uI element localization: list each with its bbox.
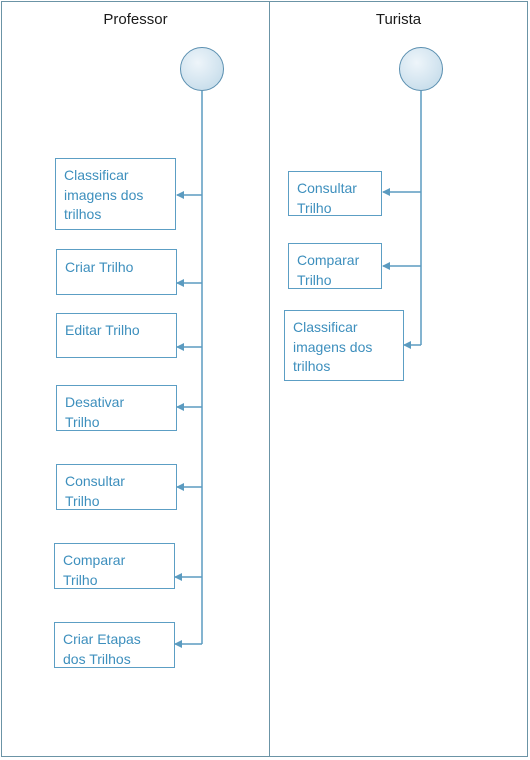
action-turista-comparar-trilho: Comparar Trilho bbox=[288, 243, 382, 289]
action-professor-consultar-trilho: Consultar Trilho bbox=[56, 464, 177, 510]
actor-turista-icon bbox=[399, 47, 443, 91]
action-professor-editar-trilho: Editar Trilho bbox=[56, 313, 177, 358]
action-professor-criar-etapas: Criar Etapas dos Trilhos bbox=[54, 622, 175, 668]
action-professor-classificar-imagens: Classificar imagens dos trilhos bbox=[55, 158, 176, 230]
lane-title-turista: Turista bbox=[375, 11, 422, 28]
lane-turista: Turista bbox=[269, 1, 528, 757]
actor-professor-icon bbox=[180, 47, 224, 91]
action-turista-classificar-imagens: Classificar imagens dos trilhos bbox=[284, 310, 404, 381]
action-professor-comparar-trilho: Comparar Trilho bbox=[54, 543, 175, 589]
action-turista-consultar-trilho: Consultar Trilho bbox=[288, 171, 382, 216]
action-professor-desativar-trilho: Desativar Trilho bbox=[56, 385, 177, 431]
action-professor-criar-trilho: Criar Trilho bbox=[56, 249, 177, 295]
lane-title-professor: Professor bbox=[103, 11, 168, 28]
